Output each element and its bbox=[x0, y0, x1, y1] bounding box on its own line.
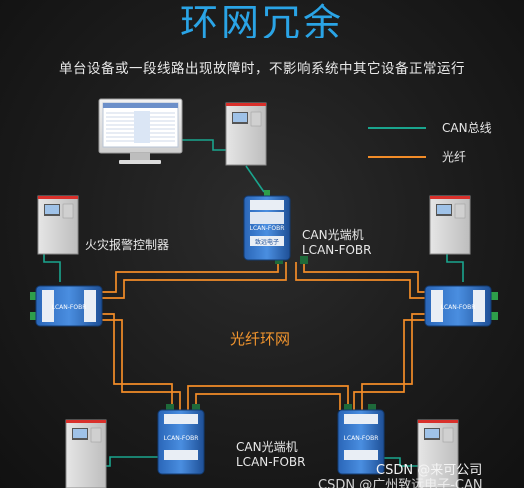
fire-alarm-controller-top bbox=[225, 102, 267, 166]
fiber-right-bottom-inner bbox=[353, 319, 425, 410]
fiber-right-bottom-outer bbox=[361, 313, 425, 410]
can-fiber-converter-left: LCAN-FOBR bbox=[30, 285, 103, 327]
legend-fiber-label: 光纤 bbox=[442, 150, 467, 164]
can-line-right-controller bbox=[446, 253, 464, 282]
monitoring-computer bbox=[98, 98, 183, 164]
fire-alarm-controller-left bbox=[37, 195, 79, 255]
top-device-model: LCAN-FOBR bbox=[250, 225, 285, 232]
watermark-line2: CSDN @广州致远电子-CAN bbox=[318, 478, 483, 488]
fire-alarm-controller-bottom-left bbox=[65, 419, 107, 488]
right-device-model: LCAN-FOBR bbox=[441, 304, 476, 311]
fire-alarm-controller-right bbox=[429, 195, 471, 255]
converter-label-bottom-line1: CAN光端机 bbox=[236, 440, 298, 454]
left-device-model: LCAN-FOBR bbox=[52, 304, 87, 311]
converter-label-top-line1: CAN光端机 bbox=[302, 228, 364, 242]
fiber-left-bottom-inner bbox=[102, 319, 181, 410]
converter-label-top-line2: LCAN-FOBR bbox=[302, 243, 372, 257]
can-fiber-converter-right: LCAN-FOBR bbox=[424, 285, 498, 327]
top-device-brand: 致远电子 bbox=[255, 238, 279, 246]
can-fiber-converter-bottom-right: LCAN-FOBR bbox=[337, 404, 385, 475]
can-fiber-converter-bottom-left: LCAN-FOBR bbox=[157, 404, 205, 475]
page-title: 环网冗余 bbox=[179, 1, 344, 45]
converter-label-top: CAN光端机 LCAN-FOBR bbox=[302, 228, 372, 258]
can-line-bottomright-controller bbox=[376, 457, 418, 467]
fiber-left-bottom-outer bbox=[102, 313, 173, 410]
controller-label: 火灾报警控制器 bbox=[85, 238, 170, 252]
fire-alarm-controller-bottom-right bbox=[417, 419, 459, 488]
fiber-top-left-outer bbox=[102, 262, 287, 299]
can-fiber-converter-top: 致远电子 LCAN-FOBR bbox=[243, 190, 308, 264]
bottom-left-device-model: LCAN-FOBR bbox=[164, 435, 199, 442]
can-bus-lines bbox=[43, 139, 464, 467]
legend-can-label: CAN总线 bbox=[442, 121, 492, 135]
watermark-line1: CSDN @来可公司 bbox=[376, 463, 483, 478]
fiber-bottom-link-inner bbox=[187, 385, 349, 410]
bottom-right-device-model: LCAN-FOBR bbox=[344, 435, 379, 442]
page-subtitle: 单台设备或一段线路出现故障时，不影响系统中其它设备正常运行 bbox=[59, 61, 465, 77]
fiber-top-left-inner bbox=[102, 262, 279, 293]
can-line-left-controller bbox=[43, 252, 61, 282]
fiber-ring-label: 光纤环网 bbox=[230, 330, 291, 348]
fiber-top-right-outer bbox=[295, 262, 425, 299]
can-line-topcontroller-converter bbox=[245, 165, 265, 193]
fiber-ring-lines bbox=[102, 262, 425, 410]
converter-label-bottom-line2: LCAN-FOBR bbox=[236, 455, 306, 469]
fiber-top-right-inner bbox=[303, 262, 425, 293]
fiber-bottom-link-outer bbox=[195, 393, 341, 410]
converter-label-bottom: CAN光端机 LCAN-FOBR bbox=[236, 440, 306, 470]
